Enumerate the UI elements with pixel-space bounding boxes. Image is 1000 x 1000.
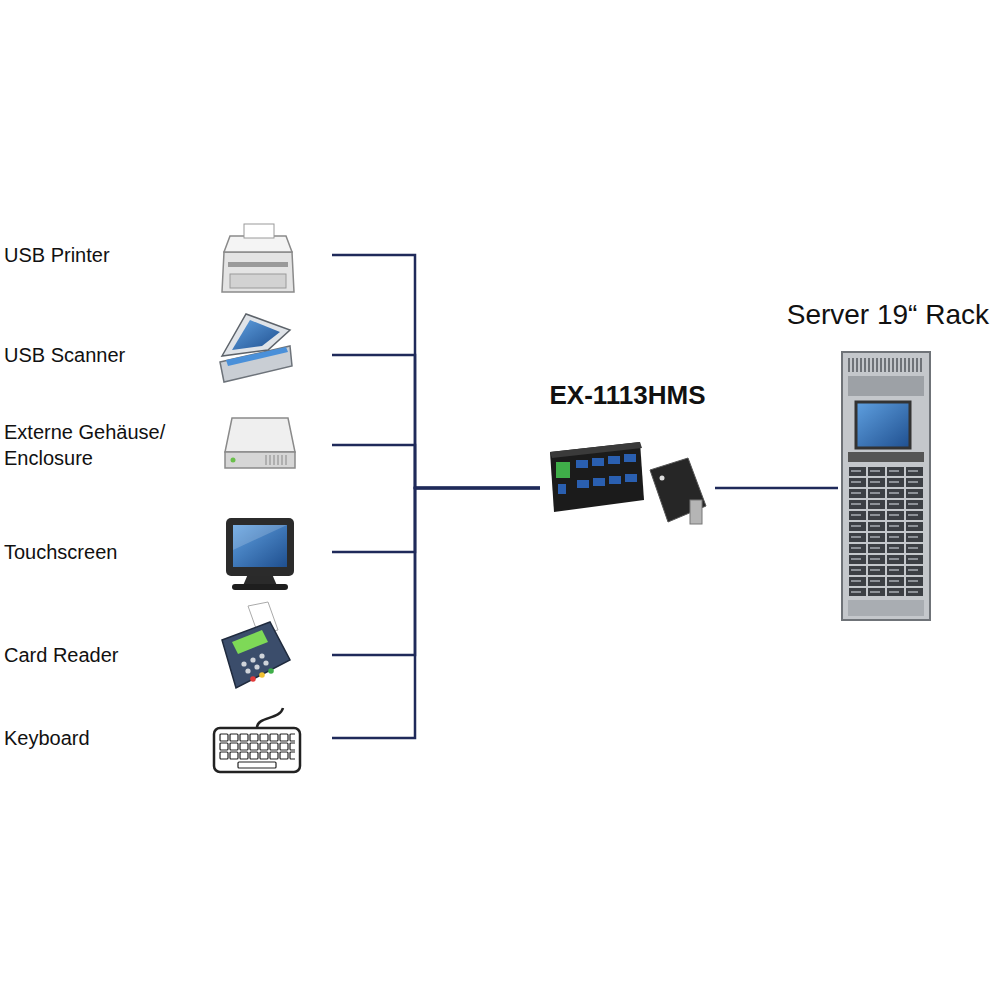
scanner-icon <box>220 314 292 382</box>
node-label: Server 19“ Rack <box>787 298 989 332</box>
bus-line <box>715 487 838 490</box>
server-rack-picture <box>842 352 930 620</box>
node-label: USB Printer <box>4 242 199 268</box>
bus-line <box>332 488 540 738</box>
device-node: Externe Gehäuse/ Enclosure <box>210 405 332 485</box>
node-label: Touchscreen <box>4 539 199 565</box>
enclosure-icon <box>225 418 295 468</box>
bus-line <box>332 488 540 655</box>
device-node: Touchscreen <box>210 512 332 592</box>
card-reader-icon <box>222 602 290 688</box>
bus-line <box>332 255 540 488</box>
touchscreen-icon <box>226 518 294 590</box>
node-label: Card Reader <box>4 642 199 668</box>
device-node: Keyboard <box>210 698 332 778</box>
node-label: EX-1113HMS <box>549 380 705 411</box>
keyboard-icon <box>214 708 300 772</box>
node-label: Externe Gehäuse/ Enclosure <box>4 419 199 471</box>
printer-icon <box>222 224 294 292</box>
bus-line <box>332 445 540 488</box>
server-node: Server 19“ Rack <box>838 350 934 622</box>
device-node: USB Printer <box>210 215 332 295</box>
node-label: Keyboard <box>4 725 199 751</box>
device-node: USB Scanner <box>210 315 332 395</box>
device-node: Card Reader <box>210 615 332 695</box>
usb-hub-picture <box>550 442 706 524</box>
bus-line <box>332 488 540 552</box>
bus-line <box>332 355 540 488</box>
hub-node: EX-1113HMS <box>540 438 715 530</box>
node-label: USB Scanner <box>4 342 199 368</box>
